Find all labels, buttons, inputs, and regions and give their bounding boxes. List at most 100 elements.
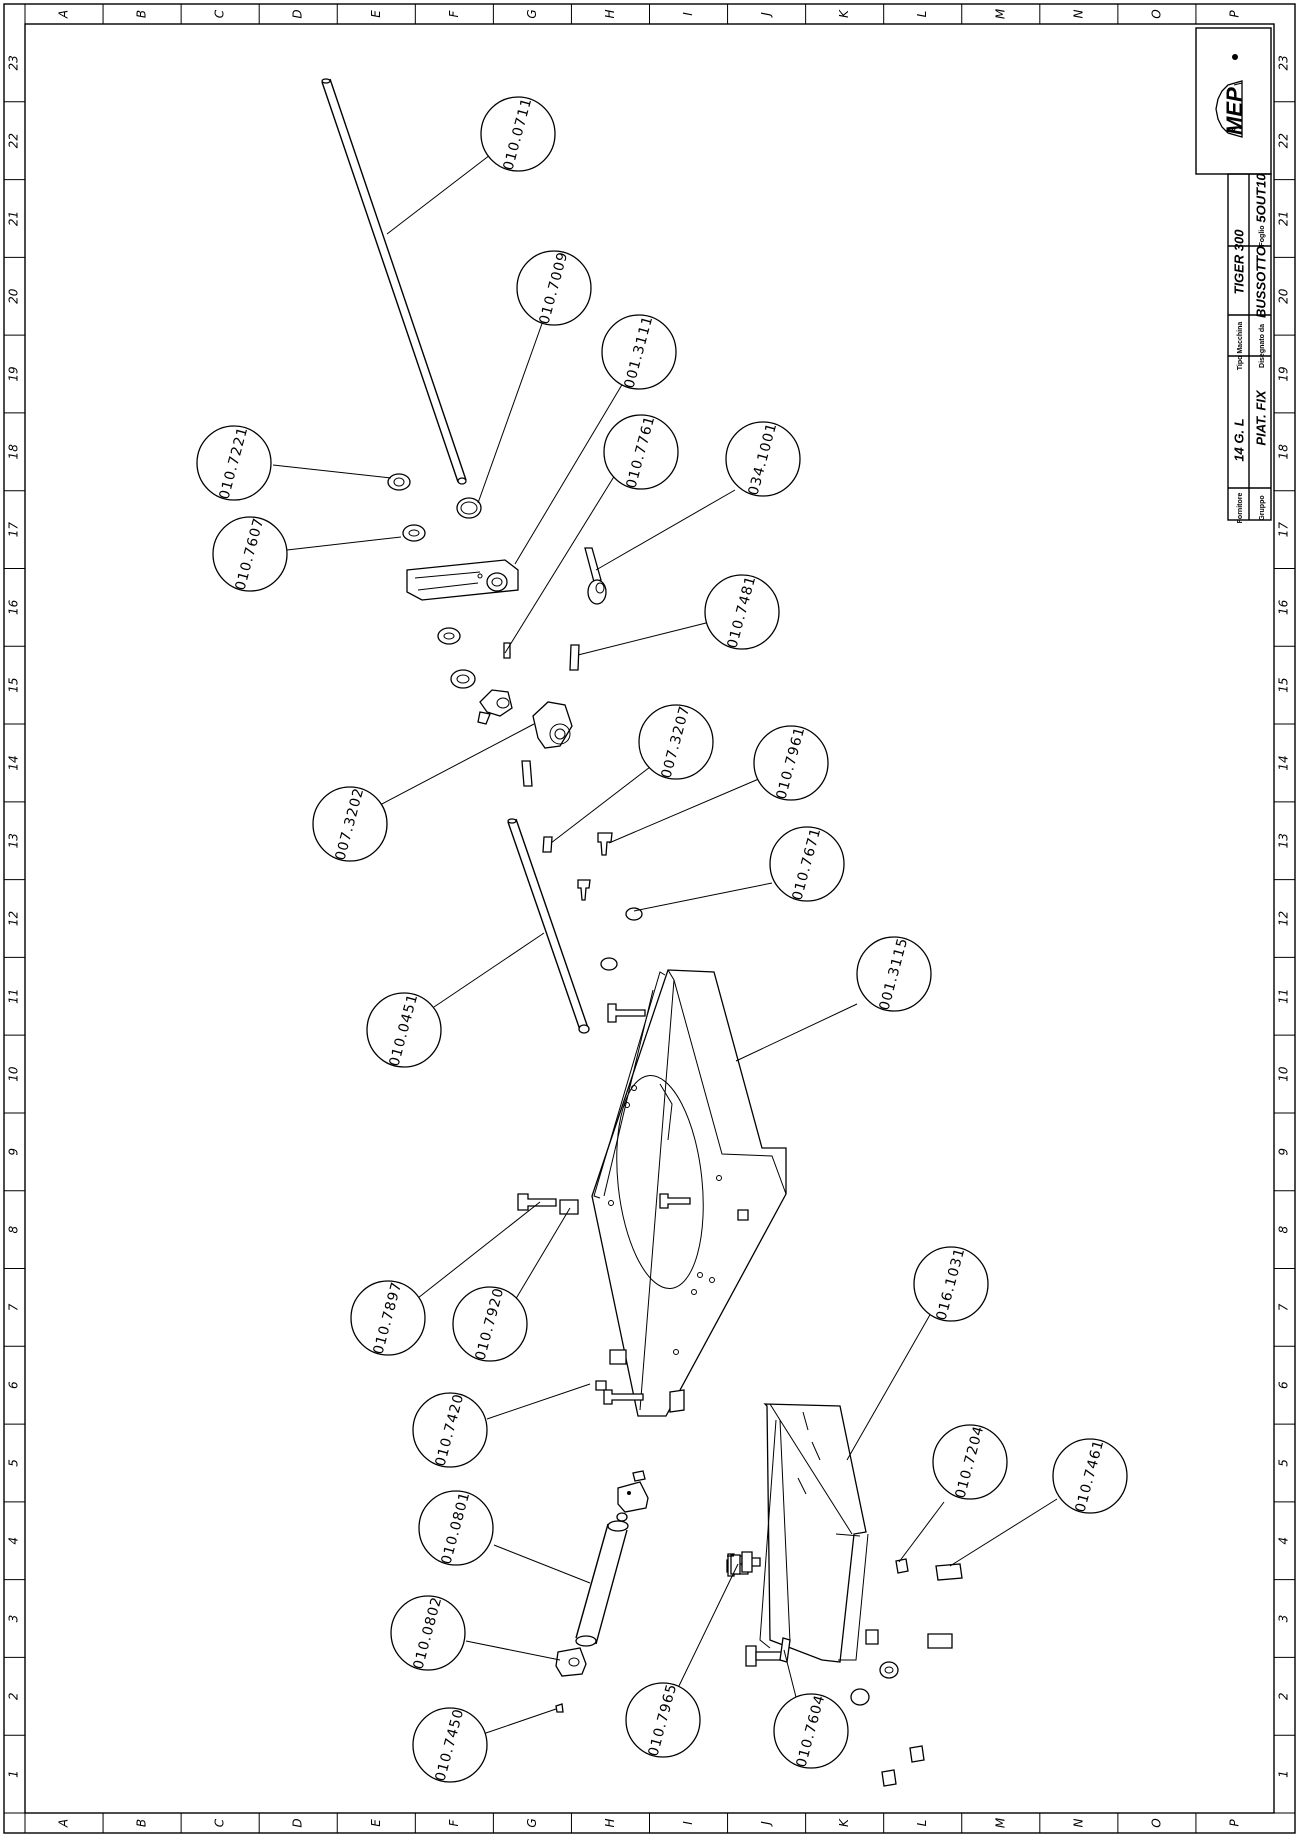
callout: 010.0801 [418,1490,494,1566]
zone-letter: K [837,1818,851,1827]
zone-number: 19 [1277,366,1291,381]
nut-2 [450,669,476,689]
zone-letter: E [369,10,383,18]
washer-2 [437,627,461,645]
zone-number: 18 [7,444,21,460]
eccentric-cam [532,701,573,749]
bolt-5 [909,1745,925,1763]
zone-letter: H [603,1818,617,1827]
set-screw [632,1470,646,1482]
callout-circle [856,936,932,1012]
title-field-caption: Tipo Macchina [1237,322,1244,371]
pin-4 [927,1633,953,1649]
zone-number: 16 [1277,599,1291,615]
zone-letter: O [1149,9,1163,18]
block-0802 [555,1647,587,1677]
zone-letter: F [447,1818,461,1826]
callout-circle [452,1286,528,1362]
rod-long [321,78,467,485]
zone-number: 21 [7,211,21,226]
bolt-long [607,1003,646,1023]
roller-0801 [575,1512,629,1647]
zone-letter: B [135,10,149,18]
zone-letter: D [291,1818,305,1827]
zone-letter: O [1149,1818,1163,1827]
block-small [617,1481,649,1513]
callout-circle [412,1707,488,1783]
callout: 010.0802 [390,1595,466,1671]
zone-letter: J [759,1821,773,1827]
bolt-7961 [597,832,613,856]
nut-7204 [895,1558,909,1574]
callout: 010.7607 [212,516,288,592]
callout: 010.7920 [452,1286,528,1362]
outer-border [3,3,1296,1834]
zone-letter: N [1071,1818,1085,1827]
zone-number: 19 [7,366,21,381]
callout: 034.1001 [725,421,801,497]
zone-number: 12 [1277,911,1291,926]
zone-letter: A [57,1819,71,1828]
screw-7450 [555,1703,564,1713]
zone-letter: P [1227,1819,1241,1827]
clevis-block [406,559,519,601]
support-bracket [759,1403,869,1663]
callout: 010.7671 [769,826,845,902]
zone-letter: F [447,9,461,17]
nut [387,473,411,491]
callout: 010.7761 [603,414,679,490]
zone-number: 18 [1277,444,1291,460]
callout: 010.7965 [625,1682,701,1758]
leader-lines [272,154,1058,1735]
bolt-3 [603,1389,644,1405]
callout: 001.3111 [601,314,677,390]
zone-number: 21 [1277,211,1291,226]
zone-number: 7 [1277,1303,1291,1311]
zone-number: 22 [7,133,21,148]
zone-number: 2 [7,1693,21,1701]
title-field-caption: Fornitore [1237,493,1244,524]
zone-number: 17 [1277,522,1291,538]
title-field-value: PIAT. FIX [1253,389,1268,445]
zone-number: 20 [7,288,21,304]
callout-circle [769,826,845,902]
bolt-4 [745,1645,757,1667]
zone-letter: C [213,1818,227,1827]
callout: 010.7604 [773,1693,849,1769]
callout-circle [212,516,288,592]
zone-number: 1 [7,1770,21,1778]
callout-circle [350,1280,426,1356]
base-plate [591,969,787,1417]
callout-circle [773,1693,849,1769]
callout: 010.7461 [1052,1438,1128,1514]
zone-number: 9 [1277,1148,1291,1156]
zone-number: 15 [7,678,21,693]
zone-number: 23 [1277,55,1291,70]
nut-8 [865,1629,879,1645]
zone-letter: M [993,1817,1007,1828]
bolt-small [577,879,591,901]
callout-circle [312,786,388,862]
callout-circle [704,574,780,650]
logo: MEP [1215,80,1247,138]
callout: 010.7420 [412,1392,488,1468]
callout-circle [638,704,714,780]
zone-number: 3 [1277,1615,1291,1623]
callout: 007.3202 [312,786,388,862]
zone-number: 3 [7,1615,21,1623]
callout-circle [390,1595,466,1671]
zone-number: 11 [7,989,21,1004]
washer-3 [600,957,618,971]
zone-number: 10 [7,1066,21,1082]
zone-letter: L [915,1820,929,1827]
callout-circle [196,425,272,501]
callout: 010.7961 [753,725,829,801]
callout: 010.7204 [932,1424,1008,1500]
zone-number: 20 [1277,288,1291,304]
washer-6 [850,1688,870,1706]
zone-number: 5 [7,1459,21,1467]
zone-number: 16 [7,599,21,615]
title-field-value: 5OUT10 [1253,173,1268,223]
